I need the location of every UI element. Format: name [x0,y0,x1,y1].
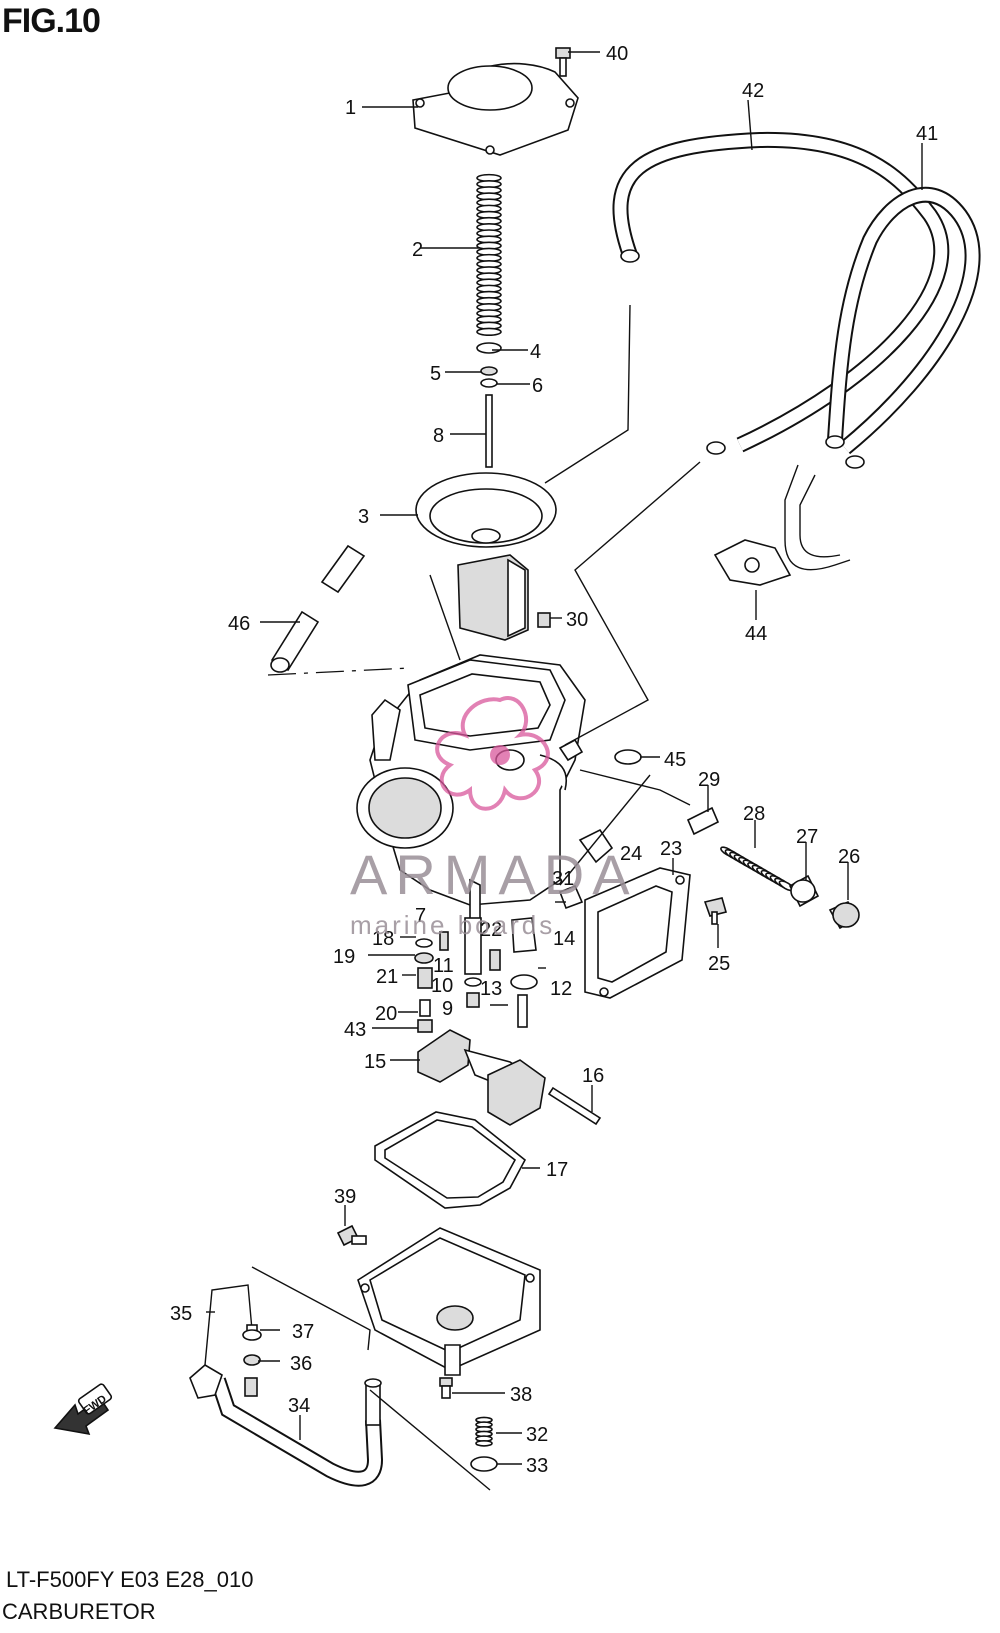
callout-31: 31 [552,868,574,890]
callout-24: 24 [620,843,642,865]
callout-3: 3 [358,506,369,528]
callout-15: 15 [364,1051,386,1073]
callout-4: 4 [530,341,541,363]
model-code: LT-F500FY E03 E28_010 [6,1567,254,1592]
figure-title: FIG.10 [2,2,101,40]
callout-36: 36 [290,1353,312,1375]
spring-coil [475,1439,493,1447]
callout-30: 30 [566,609,588,631]
float-icon [417,1029,546,1126]
callout-13: 13 [480,978,502,1000]
gasket-icon [374,1111,527,1209]
part-name: CARBURETOR [2,1599,156,1624]
callout-28: 28 [743,803,765,825]
callout-26: 26 [838,846,860,868]
small-parts-icon [414,884,584,1033]
callout-39: 39 [334,1186,356,1208]
callout-21: 21 [376,966,398,988]
callout-35: 35 [170,1303,192,1325]
fwd-badge: FWD [81,1393,108,1417]
float-bowl-icon [357,1227,541,1376]
spring-coil [476,327,502,337]
callout-5: 5 [430,363,441,385]
callout-46: 46 [228,613,250,635]
callout-20: 20 [375,1003,397,1025]
callout-37: 37 [292,1321,314,1343]
callout-14: 14 [553,928,575,950]
jet-icon [537,612,551,628]
short-hose-icon [270,544,366,673]
callout-2: 2 [412,239,423,261]
callout-19: 19 [333,946,355,968]
pilot-screw-icon [686,806,860,930]
callout-23: 23 [660,838,682,860]
bowl-screw-icon [336,1224,498,1472]
drain-hose-icon [189,1284,384,1487]
callout-11: 11 [433,955,454,977]
hose-bracket-icon [713,539,792,586]
callout-45: 45 [664,749,686,771]
callout-42: 42 [742,80,764,102]
callout-16: 16 [582,1065,604,1087]
breather-hose-icon [612,131,981,571]
spring-seat-icon [476,342,502,388]
cover-screw-icon [555,47,571,77]
callout-25: 25 [708,953,730,975]
diaphragm-icon [415,472,557,641]
callout-9: 9 [442,998,453,1020]
callout-33: 33 [526,1455,548,1477]
callout-27: 27 [796,826,818,848]
callout-38: 38 [510,1384,532,1406]
callout-10: 10 [431,975,453,997]
callout-1: 1 [345,97,356,119]
assembly-lines [251,304,701,1491]
callout-6: 6 [532,375,543,397]
callout-44: 44 [745,623,767,645]
watermark-tagline: marine boards [350,910,556,940]
callout-17: 17 [546,1159,568,1181]
callout-7: 7 [415,905,426,927]
leader-lines [206,51,923,1465]
callout-8: 8 [433,425,444,447]
watermark-brand: ARMADA [350,843,638,906]
callout-12: 12 [550,978,572,1000]
callout-22: 22 [480,919,502,941]
callout-41: 41 [916,123,938,145]
watermark-logo-icon [435,696,550,811]
callout-29: 29 [698,769,720,791]
float-pin-icon [547,1086,602,1126]
needle-icon [485,394,493,468]
callout-34: 34 [288,1395,310,1417]
callout-32: 32 [526,1424,548,1446]
diaphragm-cover-icon [412,62,579,156]
spring-icon [476,173,502,337]
pump-cover-icon [584,867,727,999]
callout-18: 18 [372,928,394,950]
fwd-arrow-icon [53,1383,113,1436]
callout-numbers: 1 2 3 4 5 6 7 8 9 10 11 12 13 14 15 16 1… [170,43,938,1477]
callout-40: 40 [606,43,628,65]
callout-43: 43 [344,1019,366,1041]
